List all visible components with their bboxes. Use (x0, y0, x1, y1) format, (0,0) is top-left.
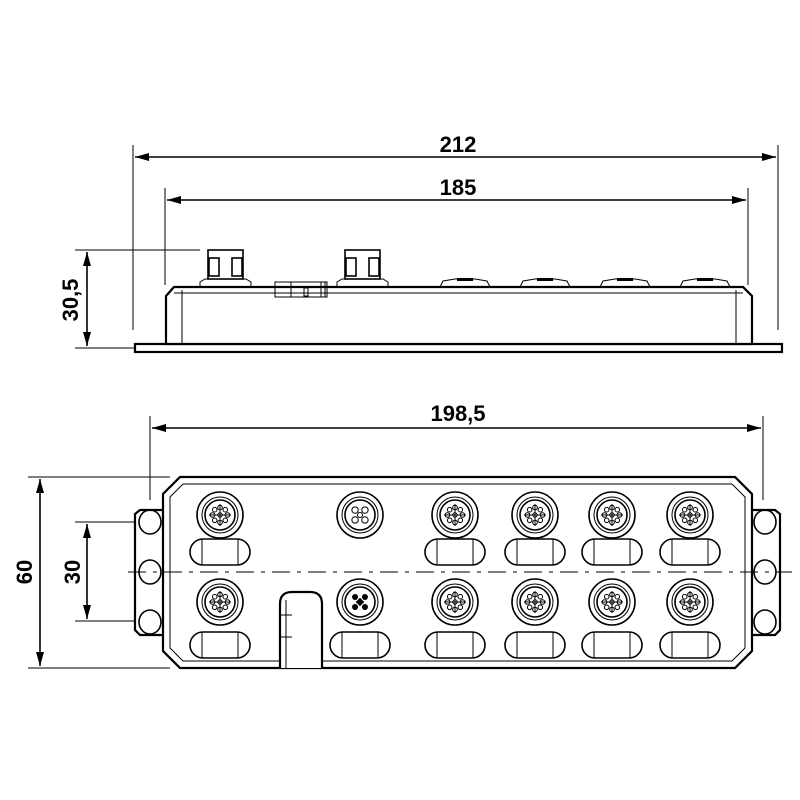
dimension-label-60: 60 (12, 560, 37, 584)
slider-cover (278, 590, 324, 668)
side-connector-m12 (336, 249, 389, 287)
m12-connector (431, 578, 479, 626)
label-field (189, 538, 251, 566)
label-field (504, 538, 566, 566)
label-field (424, 631, 486, 659)
top-view-dimensions: 198,5 60 30 (12, 401, 764, 669)
side-connector-m12 (199, 249, 252, 287)
label-field (424, 538, 486, 566)
m12-connector (588, 491, 636, 539)
label-field (189, 631, 251, 659)
m12-connector (511, 578, 559, 626)
mounting-hole (138, 509, 162, 535)
label-field (329, 631, 391, 659)
latch (274, 281, 328, 298)
m12-connector (196, 491, 244, 539)
base-plate (133, 342, 784, 354)
mounting-hole (753, 509, 777, 535)
label-field (504, 631, 566, 659)
label-field (581, 538, 643, 566)
top-view-module (128, 475, 792, 670)
label-field (581, 631, 643, 659)
m12-connector (666, 491, 714, 539)
m12-connector (666, 578, 714, 626)
mounting-hole (138, 609, 162, 635)
m12-connector (336, 491, 384, 539)
dimension-label-212: 212 (440, 132, 477, 157)
side-connector-flat (439, 278, 491, 288)
housing-side (164, 285, 754, 346)
side-connector-flat (519, 278, 571, 288)
m12-connector (336, 578, 384, 626)
side-view-module (133, 249, 784, 354)
m12-connector (588, 578, 636, 626)
side-view-dimensions: 212 185 30,5 (58, 132, 779, 349)
m12-connector (511, 491, 559, 539)
label-field (659, 631, 721, 659)
side-connector-flat (599, 278, 651, 288)
dimension-label-185: 185 (440, 175, 477, 200)
dimension-label-30: 30 (60, 560, 85, 584)
m12-connector (196, 578, 244, 626)
m12-connector (431, 491, 479, 539)
dimension-label-198-5: 198,5 (430, 401, 485, 426)
mounting-hole (753, 609, 777, 635)
side-connector-flat (679, 278, 731, 288)
dimension-label-30-5: 30,5 (58, 279, 83, 322)
label-field (659, 538, 721, 566)
